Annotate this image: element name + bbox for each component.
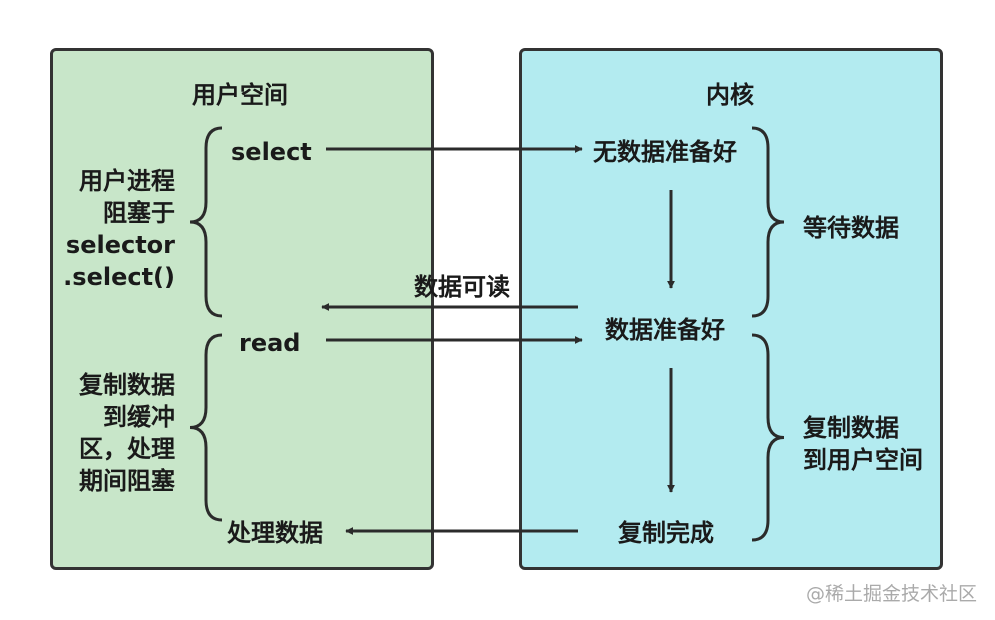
blocked-note-line-4: .select(): [63, 263, 175, 291]
user-space-title: 用户空间: [192, 81, 288, 109]
brace-select-block: [189, 126, 223, 318]
copy-note-line-1: 复制数据: [79, 371, 175, 399]
kernel-copy-note-line-1: 复制数据: [803, 414, 899, 442]
wait-data-note: 等待数据: [803, 214, 899, 242]
readable-arrow-label: 数据可读: [414, 273, 510, 301]
brace-copy-data: [751, 333, 785, 542]
brace-wait-data: [751, 126, 785, 318]
watermark: @稀土掘金技术社区: [805, 583, 977, 605]
data-ready-label: 数据准备好: [605, 316, 725, 344]
blocked-note-line-3: selector: [65, 231, 175, 259]
process-data-label: 处理数据: [227, 519, 323, 547]
kernel-copy-note-line-2: 到用户空间: [803, 446, 923, 474]
no-data-ready-label: 无数据准备好: [593, 138, 737, 166]
blocked-note-line-2: 阻塞于: [103, 199, 175, 227]
copy-note-line-4: 期间阻塞: [79, 467, 175, 495]
copy-note-line-3: 区，处理: [79, 435, 175, 463]
user-space-panel: [50, 48, 434, 570]
kernel-panel: [519, 48, 943, 570]
blocked-note-line-1: 用户进程: [79, 167, 175, 195]
select-label: select: [231, 138, 312, 166]
copy-complete-label: 复制完成: [618, 519, 714, 547]
copy-note-line-2: 到缓冲: [103, 403, 175, 431]
kernel-title: 内核: [706, 81, 754, 109]
read-label: read: [239, 329, 301, 357]
brace-read-block: [189, 333, 223, 522]
